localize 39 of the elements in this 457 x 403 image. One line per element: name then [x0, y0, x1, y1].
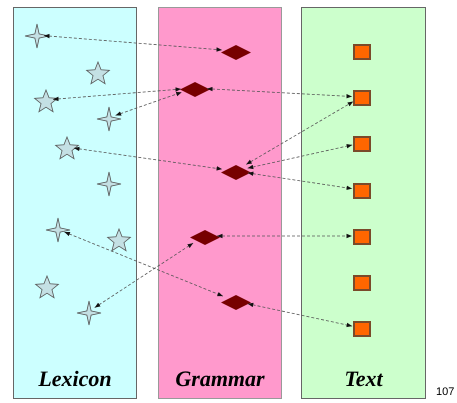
double-arrow [247, 144, 353, 170]
double-arrow [115, 92, 182, 116]
double-arrow [74, 146, 223, 171]
square-shape [353, 229, 371, 245]
square-shape [353, 183, 371, 199]
five-point-star [54, 135, 80, 161]
square-shape [353, 90, 371, 106]
double-arrow [64, 232, 224, 297]
double-arrow [44, 34, 222, 52]
page-number: 107 [436, 385, 454, 400]
five-point-star [85, 60, 111, 86]
diamond-shape [221, 164, 251, 180]
diamond-shape [180, 82, 210, 96]
square-shape [353, 275, 371, 291]
diamond-shape [221, 44, 251, 60]
column-band [301, 7, 426, 399]
double-arrow [94, 242, 194, 308]
double-arrow [246, 101, 354, 165]
column-band [158, 7, 282, 399]
square-shape [353, 44, 371, 60]
double-arrow [247, 302, 353, 328]
column-heading: Text [343, 365, 384, 393]
diamond-shape [221, 294, 251, 310]
four-point-star [45, 217, 71, 243]
four-point-star [76, 300, 102, 326]
square-shape [353, 321, 371, 337]
column-heading: Grammar [174, 365, 266, 393]
square-shape [353, 136, 371, 152]
double-arrow [206, 86, 352, 98]
diamond-shape [190, 230, 220, 244]
five-point-star [34, 274, 60, 300]
five-point-star [106, 227, 132, 253]
column-band [13, 7, 137, 399]
column-heading: Lexicon [37, 365, 113, 393]
four-point-star [96, 106, 122, 132]
four-point-star [96, 171, 122, 197]
double-arrow [247, 172, 352, 190]
double-arrow [216, 234, 352, 238]
double-arrow [52, 87, 182, 102]
